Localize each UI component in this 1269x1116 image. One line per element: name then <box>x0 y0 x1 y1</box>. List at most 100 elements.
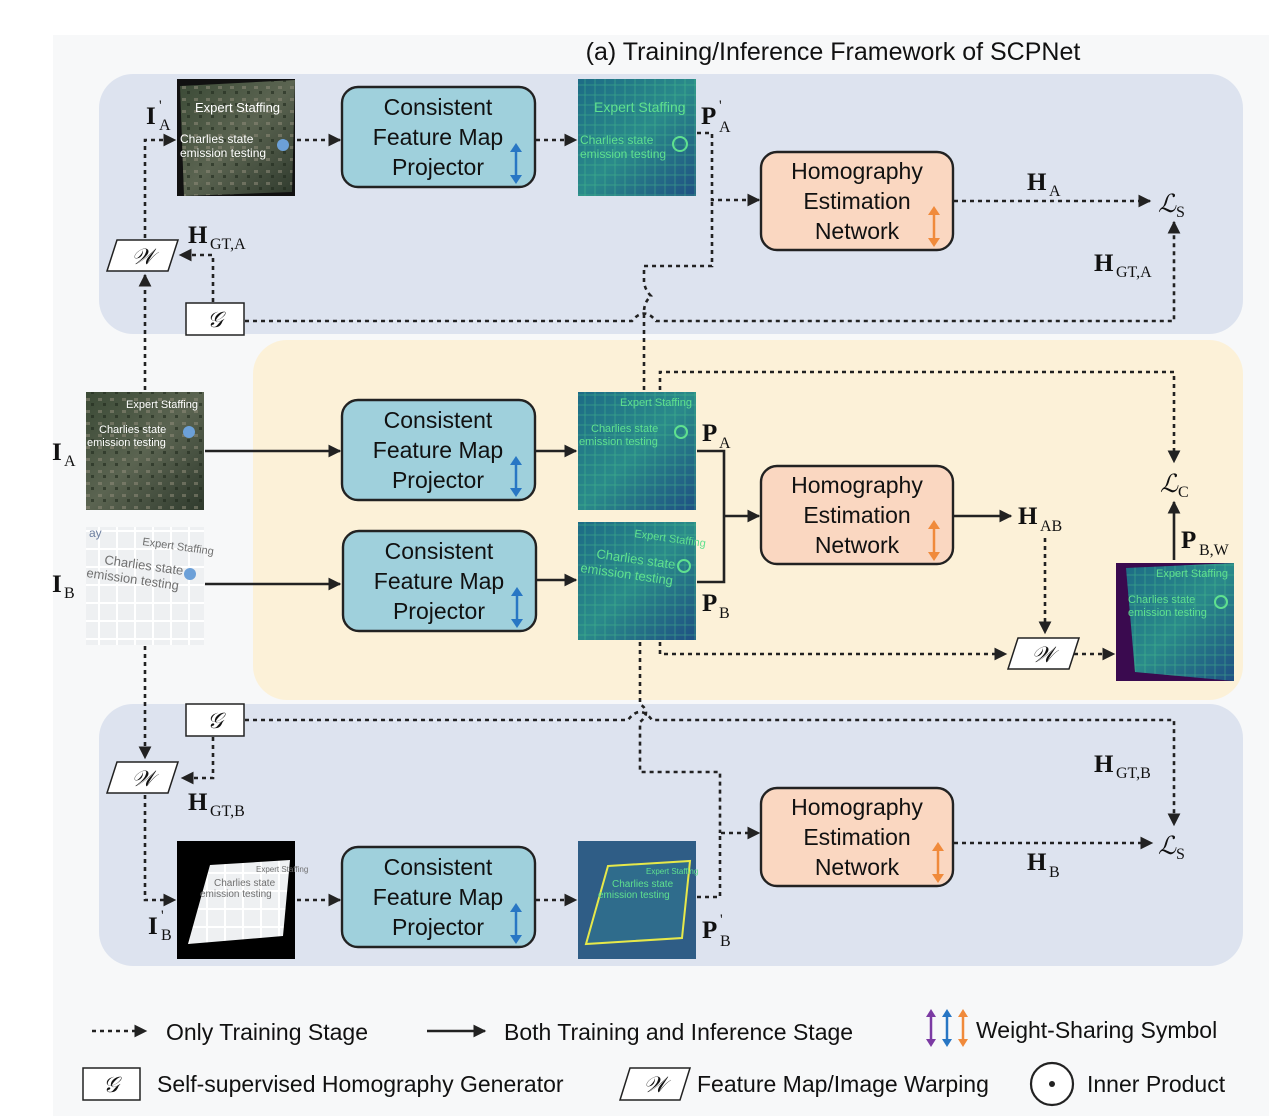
svg-text:Estimation: Estimation <box>803 502 910 528</box>
svg-text:Expert Staffing: Expert Staffing <box>620 397 692 409</box>
svg-text:H: H <box>1027 849 1047 876</box>
svg-text:emission testing: emission testing <box>180 146 266 160</box>
svg-text:emission testing: emission testing <box>1128 607 1207 619</box>
image-ia-prime: Expert Staffing Charlies state emission … <box>177 79 295 196</box>
label-pa: P A <box>702 420 731 452</box>
homography-network-top: Homography Estimation Network <box>759 150 955 252</box>
feature-map-pbw: Expert Staffing Charlies state emission … <box>1116 563 1234 681</box>
svg-text:P: P <box>702 420 717 447</box>
svg-text:A: A <box>1049 183 1061 200</box>
feature-map-pa: Expert Staffing Charlies state emission … <box>578 392 696 510</box>
label-pb: P B <box>702 590 730 622</box>
svg-text:GT,B: GT,B <box>1116 765 1151 782</box>
generator-box-top: 𝒢 <box>185 302 245 336</box>
label-hab: H AB <box>1018 503 1062 535</box>
svg-text:P: P <box>1181 527 1196 554</box>
legend-generator-icon <box>82 1067 141 1101</box>
legend-warping-label: Feature Map/Image Warping <box>697 1071 989 1097</box>
label-hgta-right: H GT,A <box>1094 250 1152 281</box>
svg-text:A: A <box>719 119 731 136</box>
svg-text:Projector: Projector <box>392 154 484 180</box>
svg-text:P: P <box>701 103 716 130</box>
svg-text:Consistent: Consistent <box>385 538 494 564</box>
svg-text:B: B <box>719 605 730 622</box>
svg-text:I: I <box>52 439 62 466</box>
svg-text:Estimation: Estimation <box>803 188 910 214</box>
svg-text:ℒ: ℒ <box>1158 833 1177 860</box>
projector-middle-b: Consistent Feature Map Projector <box>341 529 538 633</box>
svg-text:emission testing: emission testing <box>580 147 666 161</box>
legend-solid-label: Both Training and Inference Stage <box>504 1019 853 1045</box>
label-ia-prime: I ' A <box>146 98 171 134</box>
svg-text:': ' <box>720 912 723 928</box>
svg-text:Expert Staffing: Expert Staffing <box>126 399 198 411</box>
svg-text:Charlies state: Charlies state <box>612 879 674 890</box>
svg-text:Consistent: Consistent <box>384 94 493 120</box>
svg-text:Projector: Projector <box>392 467 484 493</box>
svg-text:Charlies state: Charlies state <box>1128 594 1195 606</box>
weight-sharing-arrow-icon <box>932 842 944 883</box>
legend-dashed-label: Only Training Stage <box>166 1019 368 1045</box>
feature-map-pb: Expert Staffing Charlies state emission … <box>578 522 707 640</box>
diagram-title: (a) Training/Inference Framework of SCPN… <box>586 38 1081 66</box>
svg-text:Projector: Projector <box>393 598 485 624</box>
weight-sharing-arrow-icon <box>511 587 523 628</box>
svg-text:ℒ: ℒ <box>1160 471 1179 498</box>
svg-text:A: A <box>719 435 731 452</box>
svg-text:Network: Network <box>815 218 900 244</box>
svg-text:Charlies state: Charlies state <box>180 132 254 146</box>
svg-text:Charlies state: Charlies state <box>591 423 658 435</box>
svg-text:Charlies state: Charlies state <box>580 133 654 147</box>
svg-text:P: P <box>702 917 717 944</box>
weight-sharing-arrow-icon <box>510 456 522 497</box>
svg-text:Network: Network <box>815 532 900 558</box>
svg-text:𝒢: 𝒢 <box>207 708 226 733</box>
middle-inference-panel <box>253 340 1243 700</box>
svg-text:A: A <box>64 453 76 470</box>
inner-product-icon <box>1029 1061 1075 1107</box>
projector-top: Consistent Feature Map Projector <box>340 85 537 189</box>
warp-box-bottom: 𝒲 <box>105 761 180 794</box>
svg-text:H: H <box>1094 751 1114 778</box>
svg-text:I: I <box>52 571 62 598</box>
label-loss-s-top: ℒ S <box>1158 191 1185 221</box>
svg-text:emission testing: emission testing <box>87 437 166 449</box>
svg-text:Feature Map: Feature Map <box>373 437 503 463</box>
label-pb-prime: P ' B <box>702 912 731 950</box>
svg-text:P: P <box>702 590 717 617</box>
svg-text:emission testing: emission testing <box>579 436 658 448</box>
label-loss-s-bottom: ℒ S <box>1158 833 1185 863</box>
svg-text:B: B <box>64 585 75 602</box>
svg-text:H: H <box>188 222 208 249</box>
svg-text:Charlies state: Charlies state <box>99 424 166 436</box>
svg-text:B,W: B,W <box>1199 542 1230 559</box>
legend-generator-label: Self-supervised Homography Generator <box>157 1071 564 1097</box>
label-hgta-left: H GT,A <box>188 222 246 253</box>
svg-text:': ' <box>719 98 722 114</box>
svg-text:GT,A: GT,A <box>210 236 246 253</box>
label-hb: H B <box>1027 849 1060 881</box>
image-ib: ay Expert Staffing Charlies state emissi… <box>86 526 215 645</box>
svg-text:ay: ay <box>89 526 102 540</box>
svg-text:H: H <box>188 789 208 816</box>
warp-box-middle: 𝒲 <box>1006 637 1081 670</box>
svg-text:Projector: Projector <box>392 914 484 940</box>
svg-text:Feature Map: Feature Map <box>373 884 503 910</box>
svg-text:Estimation: Estimation <box>803 824 910 850</box>
svg-text:Network: Network <box>815 854 900 880</box>
svg-text:emission testing: emission testing <box>200 889 272 900</box>
svg-text:Expert Staffing: Expert Staffing <box>594 99 686 115</box>
label-loss-c: ℒ C <box>1160 471 1189 501</box>
weight-sharing-arrow-icon <box>510 143 522 184</box>
svg-text:I: I <box>148 913 158 940</box>
svg-text:Charlies state: Charlies state <box>214 878 276 889</box>
svg-text:S: S <box>1176 846 1185 863</box>
generator-box-bottom: 𝒢 <box>185 703 245 737</box>
weight-sharing-arrow-icon <box>510 903 522 944</box>
image-ia: Expert Staffing Charlies state emission … <box>86 392 204 510</box>
legend-warp-icon <box>618 1067 692 1101</box>
feature-map-pb-prime: Expert Staffing Charlies state emission … <box>578 841 698 959</box>
svg-text:AB: AB <box>1040 518 1062 535</box>
svg-text:B: B <box>720 933 731 950</box>
